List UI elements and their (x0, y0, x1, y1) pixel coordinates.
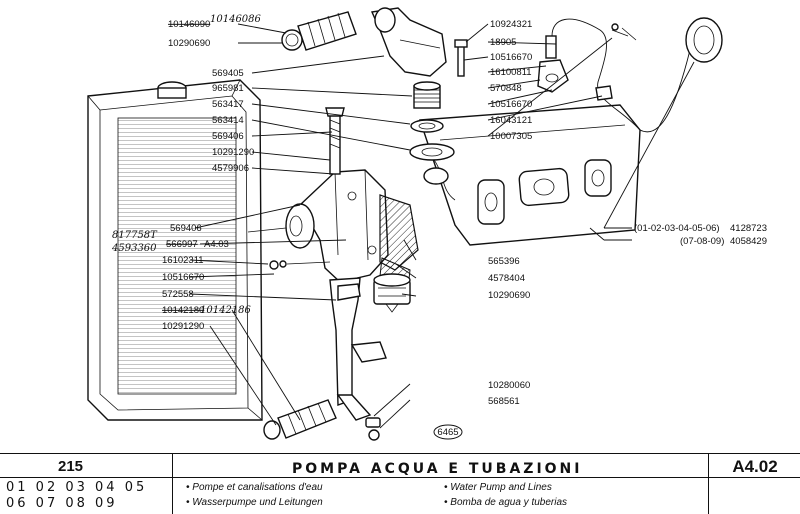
part-number: 563417 (212, 99, 244, 110)
part-number: 10280060 (488, 380, 530, 391)
part-number: 569406 (212, 131, 244, 142)
handwritten-correction: 10142186 (200, 305, 252, 316)
part-number: 566997 (166, 239, 198, 250)
part-number: 4058429 (730, 236, 767, 247)
part-number: 10291290 (212, 147, 254, 158)
part-number: 10007305 (490, 131, 532, 142)
part-number: 10290690 (488, 290, 530, 301)
part-number: 10924321 (490, 19, 532, 30)
part-numbers-left: 10146090 10146086 10290690 569405 965981… (111, 14, 262, 332)
lower-hose (263, 399, 337, 440)
part-number: 569406 (170, 223, 202, 234)
model-groups-line-2: 06 07 08 09 (6, 496, 118, 511)
pump-stud (325, 107, 345, 175)
part-numbers-right: 10924321 18905 10516670 16100811 570848 … (488, 19, 767, 407)
part-number: 10516670 (490, 99, 532, 110)
subtitle-de: • Wasserpumpe und Leitungen (186, 497, 323, 508)
section-title: POMPA ACQUA E TUBAZIONI (292, 461, 583, 477)
thermostat (409, 81, 455, 185)
part-number: 10142180 (162, 305, 204, 316)
part-number: 16100811 (490, 67, 532, 78)
subtitle-fr: • Pompe et canalisations d'eau (186, 482, 323, 493)
thermostat-housing (370, 7, 447, 77)
housing-bolt (454, 39, 468, 77)
part-number: 4128723 (730, 223, 767, 234)
page-number: 215 (58, 458, 84, 475)
water-pump (247, 169, 419, 283)
temp-gauge-icon (685, 17, 723, 63)
leader-lines (189, 23, 695, 429)
exploded-parts-diagram: 10146090 10146086 10290690 569405 965981… (87, 7, 767, 441)
part-number: 16102311 (162, 255, 204, 266)
handwritten-correction: 10146086 (210, 14, 262, 25)
subtitle-en: • Water Pump and Lines (444, 482, 552, 493)
part-number: 572558 (162, 289, 194, 300)
drain-tap (365, 417, 381, 441)
subtitle-es: • Bomba de agua y tuberias (444, 497, 568, 508)
part-number: 4579906 (212, 163, 249, 174)
handwritten-note: 817758T (112, 230, 158, 241)
pump-fasteners (269, 260, 331, 270)
part-number: 565396 (488, 256, 520, 267)
gasket-and-clamp (373, 257, 411, 313)
lower-water-pipe (329, 277, 387, 421)
section-code: A4.02 (732, 457, 778, 476)
engine-block (419, 104, 641, 246)
catalog-footer: 215 01 02 03 04 05 06 07 08 09 POMPA ACQ… (0, 453, 800, 514)
part-number: 10146090 (168, 19, 210, 30)
drawing-id-badge: 6465 (433, 424, 463, 440)
part-number: 18905 (490, 37, 516, 48)
handwritten-note: 4593360 (111, 243, 157, 254)
model-range: (01-02-03-04-05-06) (634, 223, 720, 234)
model-groups-line-1: 01 02 03 04 05 (6, 480, 148, 495)
footer-title-column: POMPA ACQUA E TUBAZIONI • Pompe et canal… (172, 454, 708, 514)
part-number: 4578404 (488, 273, 525, 284)
drawing-id: 6465 (437, 427, 458, 438)
part-number: 965981 (212, 83, 244, 94)
part-number: 568561 (488, 396, 520, 407)
part-number: 570848 (490, 83, 522, 94)
footer-ref-column: A4.02 (708, 454, 800, 514)
part-number: 563414 (212, 115, 244, 126)
temp-gauge-sender (537, 17, 723, 133)
part-number: 10290690 (168, 38, 210, 49)
part-number: 10516670 (490, 52, 532, 63)
part-number: 10291290 (162, 321, 204, 332)
part-number: 16043121 (490, 115, 532, 126)
footer-divider (0, 477, 800, 478)
part-number: 569405 (212, 68, 244, 79)
part-number: 10516670 (162, 272, 204, 283)
upper-hose (281, 11, 357, 51)
footer-group-column: 215 01 02 03 04 05 06 07 08 09 (0, 454, 173, 514)
model-range: (07-08-09) (680, 236, 724, 247)
radiator (87, 79, 263, 421)
part-reference: A4.03 (204, 239, 229, 250)
